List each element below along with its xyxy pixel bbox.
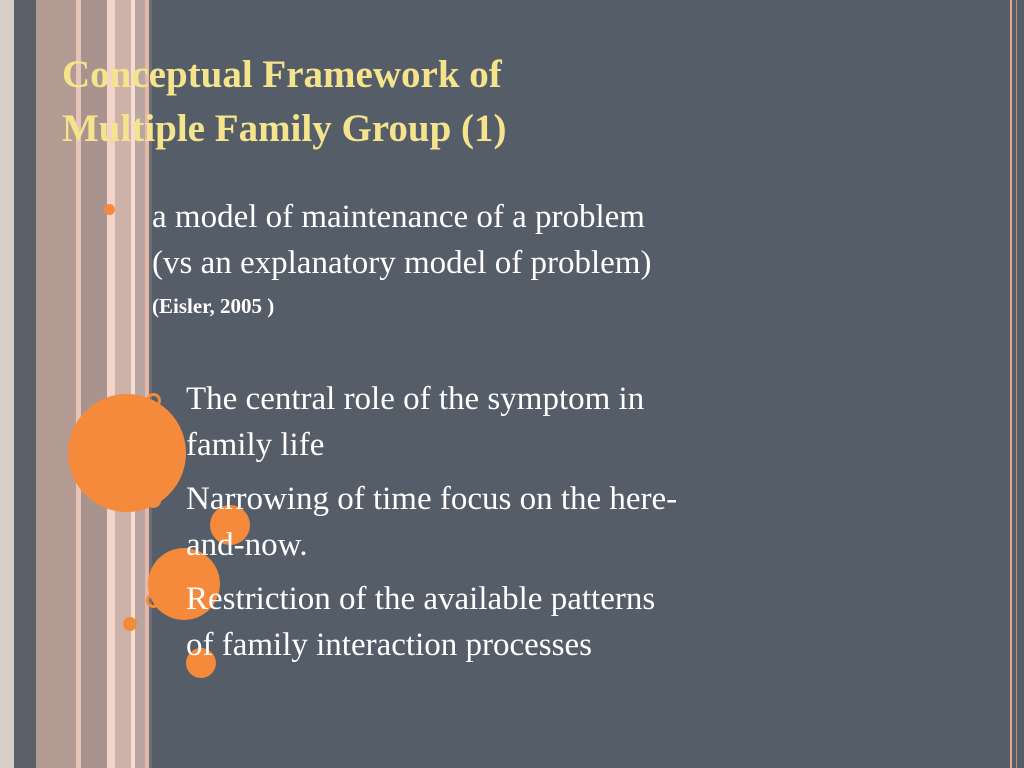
sub-bullet-line: The central role of the symptom in bbox=[186, 381, 645, 417]
sub-bullet-line: family life bbox=[186, 427, 325, 463]
sub-bullet-item: The central role of the symptom in famil… bbox=[144, 376, 884, 468]
right-border-line-inner bbox=[1016, 0, 1017, 768]
sub-bullet-item: Narrowing of time focus on the here- and… bbox=[144, 476, 884, 568]
title-line: Multiple Family Group (1) bbox=[62, 107, 507, 150]
decorative-circle-small bbox=[210, 505, 250, 545]
bullet-text-line: a model of maintenance of a problem bbox=[152, 199, 645, 235]
bullet-dot-icon bbox=[104, 204, 115, 215]
sub-bullet-line: of family interaction processes bbox=[186, 627, 592, 663]
sub-bullet-line: and-now. bbox=[186, 527, 308, 563]
decorative-circle-medium bbox=[148, 548, 220, 620]
slide-title: Conceptual Framework of Multiple Family … bbox=[62, 48, 962, 156]
sub-bullet-list: The central role of the symptom in famil… bbox=[144, 376, 884, 676]
sub-bullet-line: Restriction of the available patterns bbox=[186, 581, 656, 617]
sub-bullet-item: Restriction of the available patterns of… bbox=[144, 576, 884, 668]
decorative-circle-lower bbox=[186, 648, 216, 678]
decorative-circle-tiny bbox=[123, 617, 137, 631]
decorative-circle-large bbox=[68, 394, 186, 512]
ring-bullet-icon bbox=[146, 593, 161, 608]
citation: (Eisler, 2005 ) bbox=[152, 294, 275, 318]
decorative-stripes bbox=[0, 0, 160, 768]
sub-bullet-line: Narrowing of time focus on the here- bbox=[186, 481, 678, 517]
title-line: Conceptual Framework of bbox=[62, 53, 502, 96]
main-bullet: a model of maintenance of a problem (vs … bbox=[104, 194, 884, 326]
ring-bullet-icon bbox=[146, 393, 161, 408]
bullet-text-line: (vs an explanatory model of problem) bbox=[152, 245, 652, 281]
right-border-line bbox=[1010, 0, 1012, 768]
ring-bullet-icon bbox=[146, 493, 161, 508]
